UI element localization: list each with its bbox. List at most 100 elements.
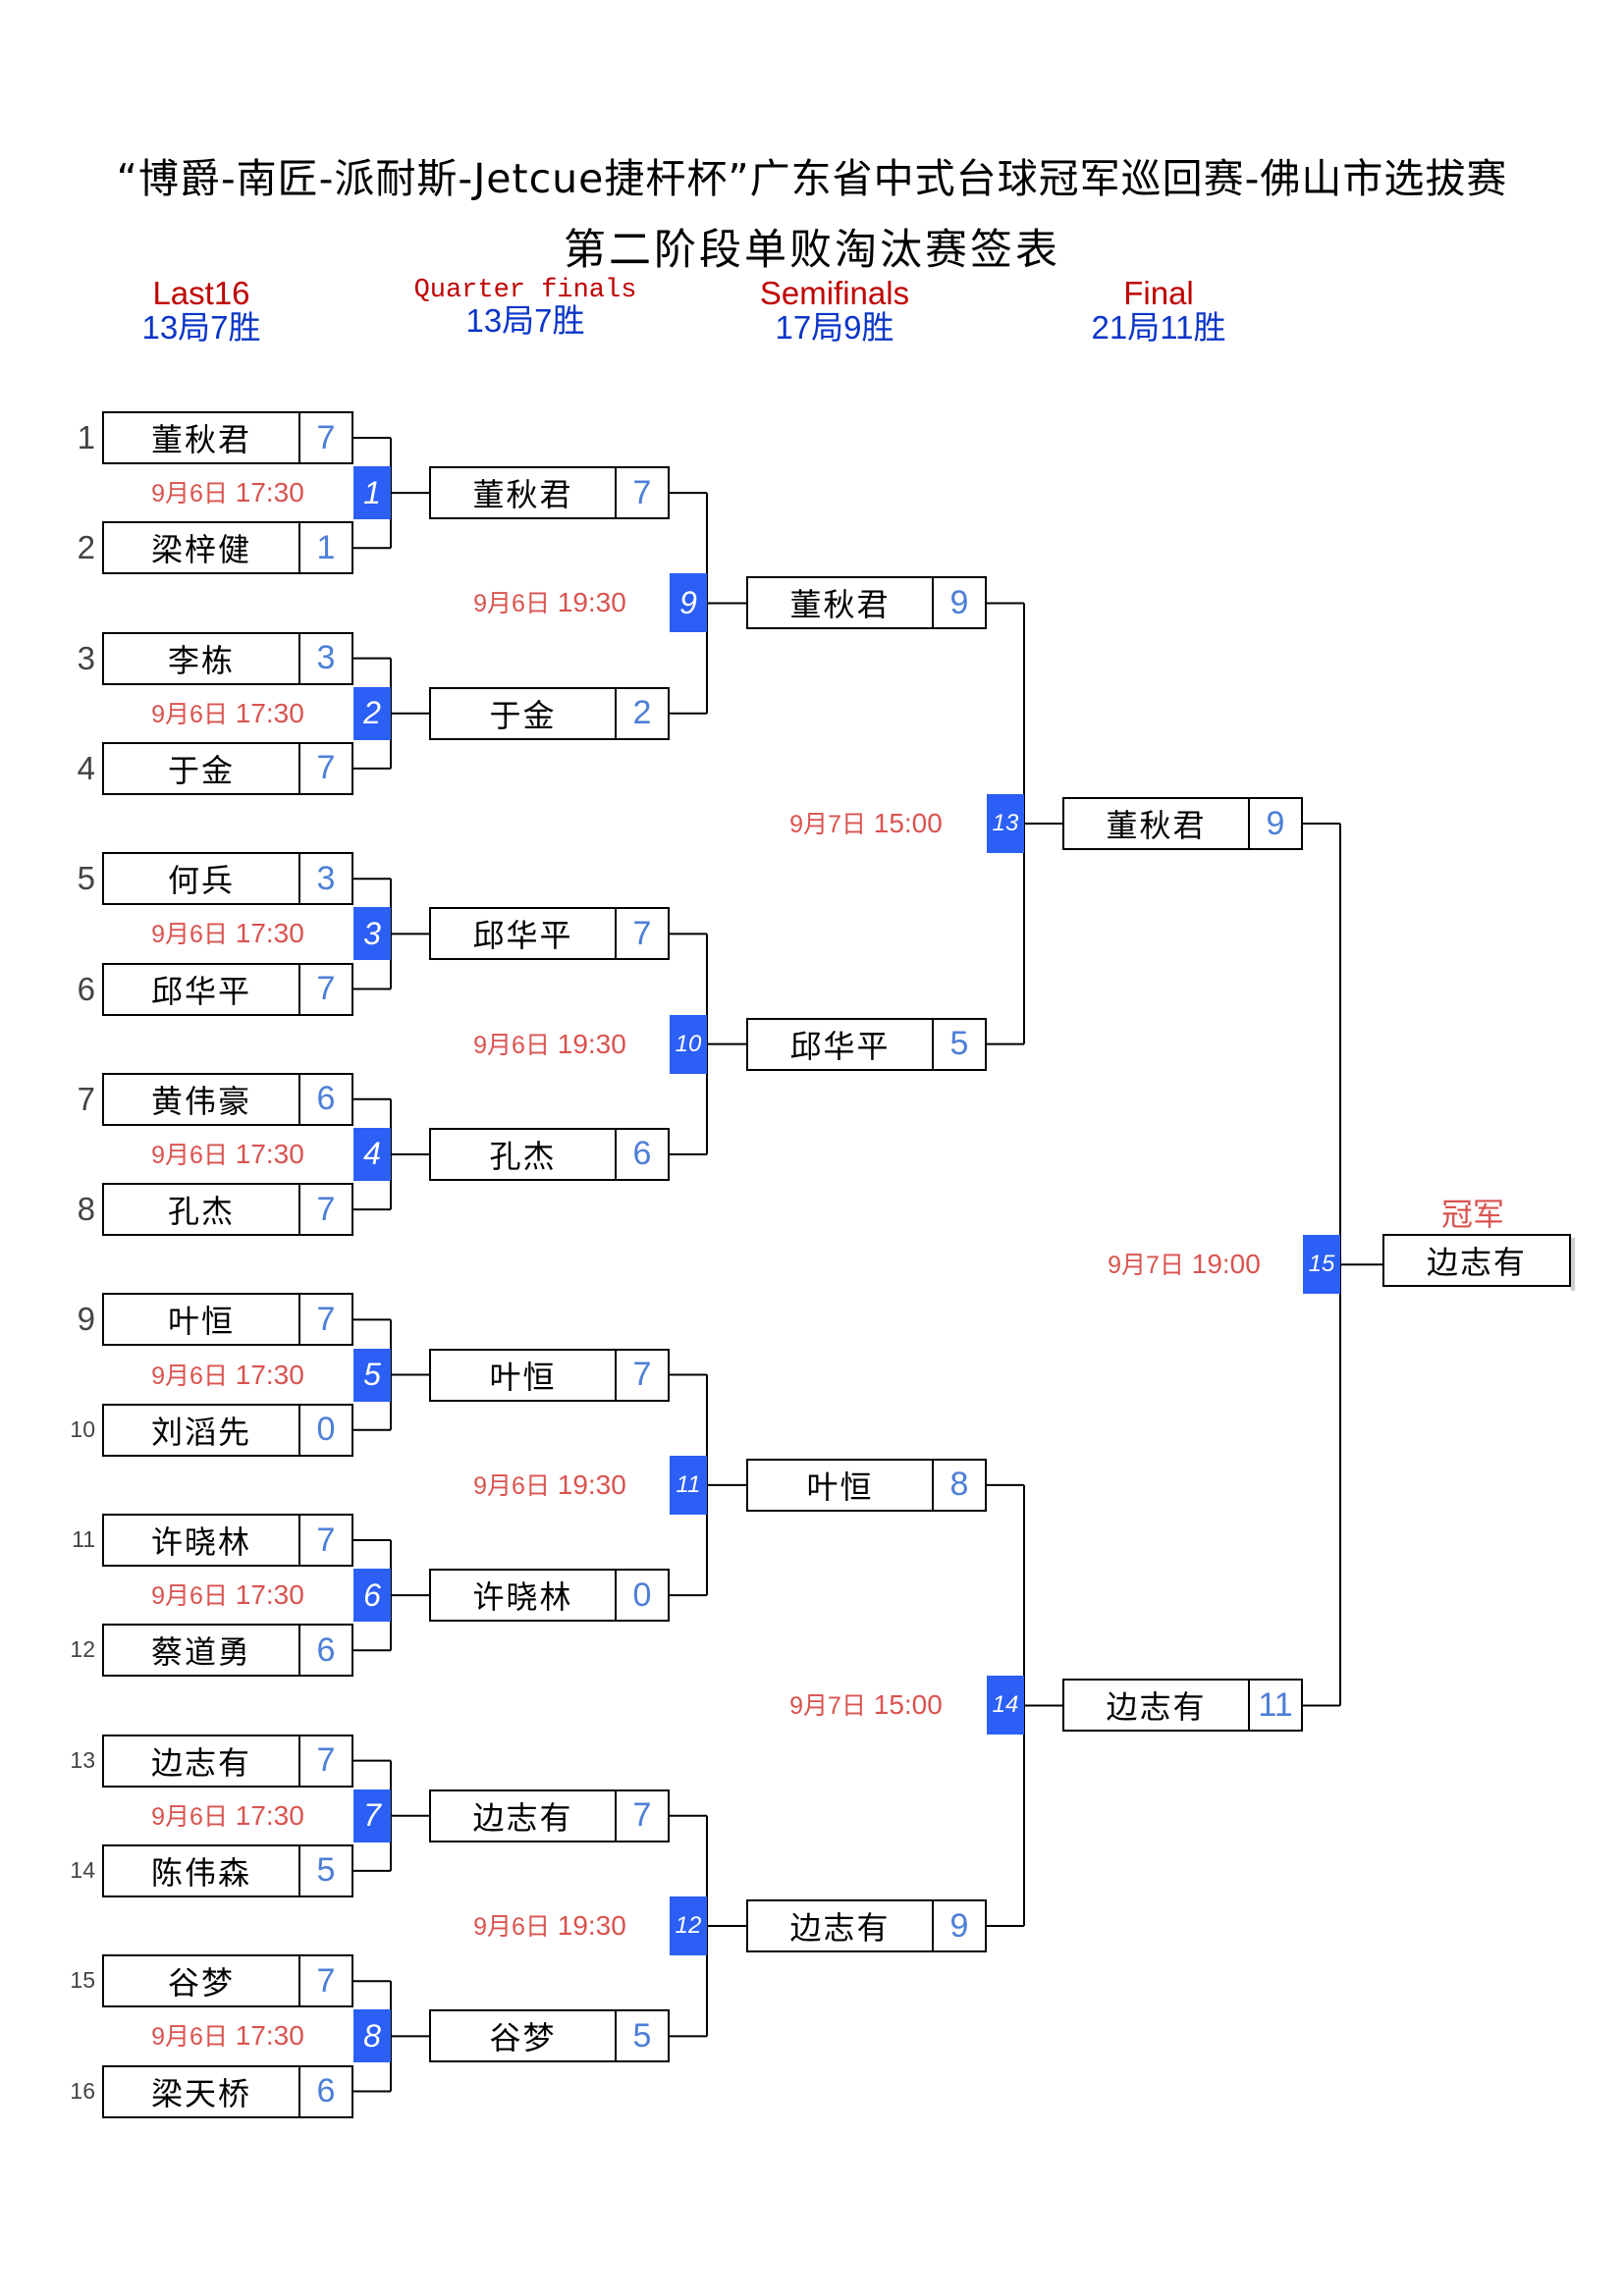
player-score: 7 <box>632 914 652 952</box>
match-date: 9月6日 <box>151 921 228 949</box>
seed-number: 16 <box>70 2077 95 2104</box>
match-clock: 17:30 <box>235 918 304 949</box>
match-date: 9月7日 <box>789 811 866 839</box>
match-number-badge: 11 <box>670 1455 707 1515</box>
match-number-badge: 13 <box>987 794 1024 854</box>
match-time: 9月6日 17:30 <box>100 2017 355 2053</box>
match-time: 9月6日 17:30 <box>100 695 355 730</box>
player-name: 何兵 <box>104 854 300 904</box>
player-score: 8 <box>949 1466 969 1504</box>
match-number-badge: 10 <box>670 1014 707 1074</box>
round-header-quarterfinals: Quarter finals 13局7胜 <box>412 277 638 339</box>
match-clock: 19:00 <box>1191 1249 1261 1280</box>
match-date: 9月6日 <box>473 590 550 618</box>
match-time: 9月6日 19:30 <box>422 1907 677 1943</box>
r1-player-slot: 孔杰 7 <box>102 1183 353 1237</box>
match-space <box>550 587 558 617</box>
match-number-badge: 1 <box>353 466 391 520</box>
r2-player-slot: 孔杰 6 <box>429 1127 670 1181</box>
match-number-badge: 2 <box>353 686 391 740</box>
match-clock: 15:00 <box>873 1689 943 1721</box>
r3-player-slot: 边志有 9 <box>746 1899 987 1953</box>
r1-player-slot: 何兵 3 <box>102 852 353 906</box>
player-score: 5 <box>949 1025 969 1063</box>
match-time: 9月7日 15:00 <box>738 805 994 840</box>
match-clock: 19:30 <box>557 1468 626 1500</box>
player-name: 梁梓健 <box>104 523 300 573</box>
match-clock: 17:30 <box>235 1138 304 1169</box>
r2-player-slot: 董秋君 7 <box>429 466 670 520</box>
player-name: 黄伟豪 <box>104 1074 300 1124</box>
player-score: 11 <box>1258 1685 1293 1724</box>
seed-number: 5 <box>77 860 95 897</box>
match-time: 9月6日 17:30 <box>100 1357 355 1392</box>
match-space <box>228 1800 236 1831</box>
match-date: 9月7日 <box>1108 1252 1184 1280</box>
player-score: 5 <box>316 1851 336 1890</box>
champion-label: 冠军 <box>1441 1196 1505 1233</box>
player-score: 7 <box>316 1521 336 1559</box>
match-clock: 19:30 <box>557 1028 626 1059</box>
champion-box: 边志有 <box>1382 1234 1575 1291</box>
player-score: 7 <box>316 1190 336 1228</box>
seed-number: 2 <box>77 529 95 566</box>
seed-number: 8 <box>77 1191 95 1228</box>
match-space <box>228 1360 236 1390</box>
player-score: 7 <box>316 1300 336 1338</box>
match-date: 9月6日 <box>151 2023 228 2052</box>
match-time: 9月6日 17:30 <box>100 1136 355 1171</box>
seed-number: 11 <box>72 1526 95 1552</box>
match-time: 9月6日 17:30 <box>100 1797 355 1833</box>
player-score: 7 <box>632 473 652 511</box>
player-name: 董秋君 <box>431 468 617 518</box>
round-name: Final <box>1123 275 1194 311</box>
player-score: 6 <box>316 1630 336 1669</box>
player-score: 7 <box>316 1741 336 1780</box>
match-clock: 17:30 <box>235 477 304 508</box>
match-date: 9月6日 <box>473 1471 550 1500</box>
seed-number: 13 <box>70 1746 95 1773</box>
title-line-1: “博爵-南匠-派耐斯-Jetcue捷杆杯”广东省中式台球冠军巡回赛-佛山市选拔赛 <box>116 155 1508 202</box>
seed-number: 14 <box>70 1856 95 1883</box>
title-line-2: 第二阶段单败淘汰赛签表 <box>564 226 1060 275</box>
player-name: 邱华平 <box>104 964 300 1014</box>
round-rule: 21局11胜 <box>1091 308 1226 346</box>
match-time: 9月6日 19:30 <box>422 1026 677 1061</box>
seed-number: 6 <box>77 970 95 1007</box>
match-space <box>550 1029 558 1059</box>
match-clock: 17:30 <box>235 697 304 728</box>
r1-player-slot: 邱华平 7 <box>102 962 353 1016</box>
player-score: 7 <box>316 970 336 1007</box>
player-name: 孔杰 <box>431 1129 617 1179</box>
player-name: 边志有 <box>748 1901 934 1951</box>
match-number-badge: 3 <box>353 907 391 961</box>
player-score: 5 <box>632 2016 652 2055</box>
round-name: Semifinals <box>759 275 910 311</box>
match-date: 9月6日 <box>151 1802 228 1831</box>
match-clock: 17:30 <box>235 1579 304 1611</box>
round-name: Quarter finals <box>413 276 637 305</box>
player-name: 孔杰 <box>104 1185 300 1235</box>
match-time: 9月7日 19:00 <box>1056 1246 1312 1281</box>
player-name: 董秋君 <box>1064 799 1250 849</box>
player-score: 3 <box>316 859 336 897</box>
match-clock: 19:30 <box>557 1910 626 1942</box>
match-number-badge: 9 <box>670 573 707 633</box>
player-score: 9 <box>949 1906 969 1945</box>
player-score: 6 <box>632 1135 652 1173</box>
player-name: 董秋君 <box>104 413 300 462</box>
player-score: 9 <box>1266 804 1285 842</box>
match-number-badge: 8 <box>353 2009 391 2063</box>
match-time: 9月7日 15:00 <box>738 1686 994 1722</box>
match-date: 9月6日 <box>473 1031 550 1059</box>
